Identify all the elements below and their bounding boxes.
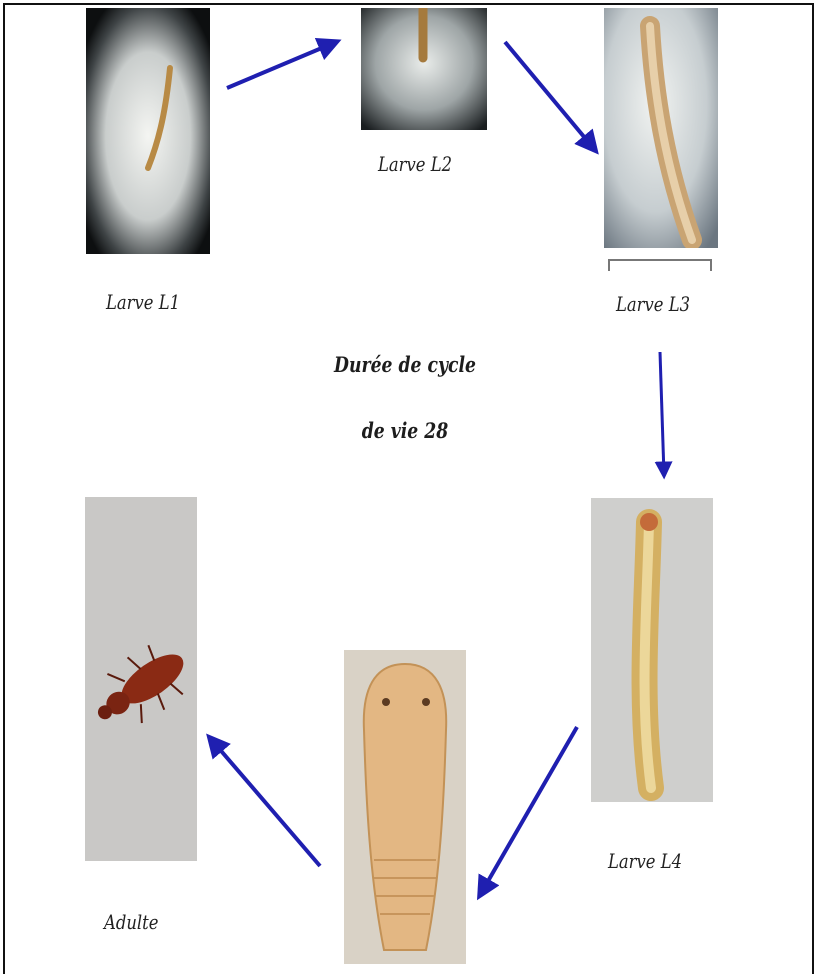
label-larve-l3: Larve L3 (616, 292, 690, 316)
label-adulte: Adulte (104, 910, 158, 934)
label-larve-l1: Larve L1 (106, 290, 180, 314)
arrow-l2-to-l3 (505, 42, 595, 150)
label-larve-l2: Larve L2 (378, 152, 452, 176)
arrow-l3-to-l4 (660, 352, 664, 475)
cycle-duration-line2: de vie 28 (319, 418, 491, 443)
arrow-l1-to-l2 (227, 42, 336, 88)
arrow-l4-to-pupa (480, 727, 577, 895)
label-larve-l4: Larve L4 (608, 849, 682, 873)
arrow-pupa-to-adult (210, 738, 320, 866)
cycle-duration-line1: Durée de cycle (319, 352, 491, 377)
